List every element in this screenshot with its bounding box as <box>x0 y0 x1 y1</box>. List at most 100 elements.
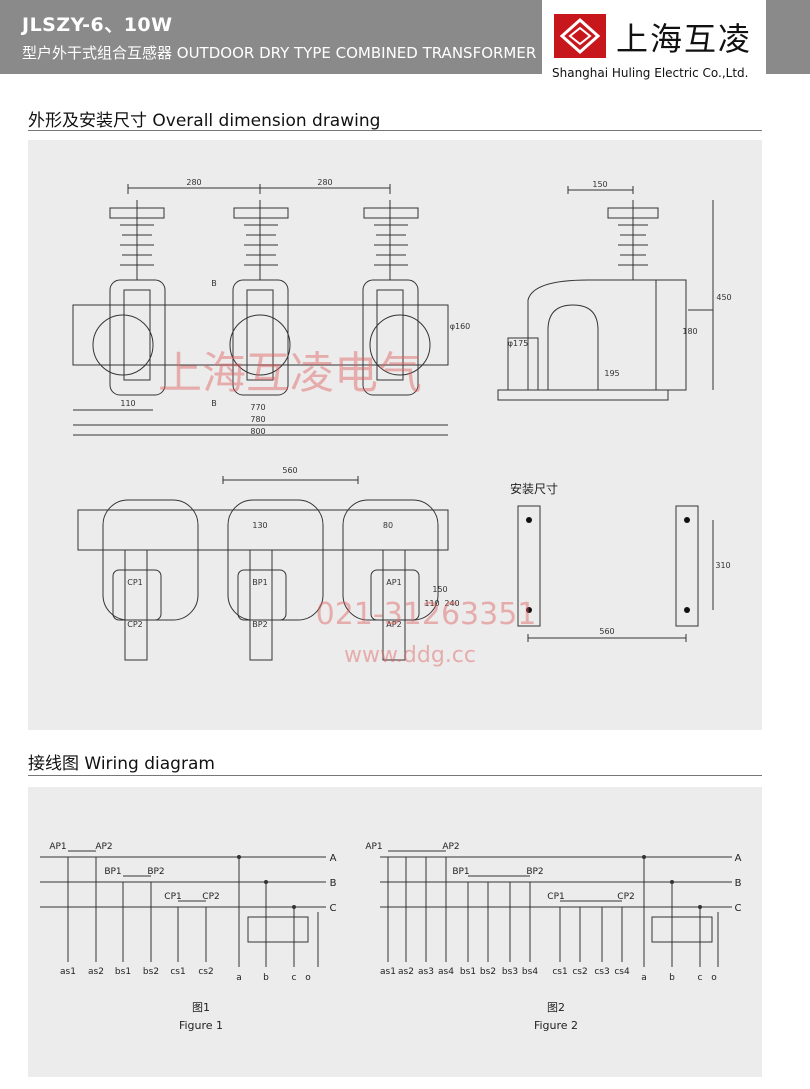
fig1-pt-c: c <box>292 973 297 983</box>
fig1-pt-box <box>247 916 309 943</box>
fig2-term-cs4: cs4 <box>614 967 630 977</box>
fig2-ct-leads <box>387 857 623 962</box>
section-divider <box>28 775 762 776</box>
fig2-pt-c: c <box>698 973 703 983</box>
mount-drawing <box>517 505 714 642</box>
fig1-phase-lines <box>40 856 326 908</box>
fig2-term-as3: as3 <box>418 967 434 977</box>
plan-label-bp1: BP1 <box>252 578 267 587</box>
fig1-term-as2: as2 <box>88 967 104 977</box>
fig2-phase-c: C <box>735 903 742 914</box>
fig2-caption-cn: 图2 <box>547 1001 565 1014</box>
fig1-pt-a: a <box>236 973 242 983</box>
fig1-phase-b: B <box>330 878 337 889</box>
brand-name-en: Shanghai Huling Electric Co.,Ltd. <box>552 66 749 80</box>
dim-side-w: 195 <box>604 369 619 378</box>
fig1-term-as1: as1 <box>60 967 76 977</box>
fig2-term-bs4: bs4 <box>522 967 538 977</box>
dim-side-top: 150 <box>592 180 607 189</box>
watermark-phone: 021-31263351 <box>316 597 537 632</box>
fig2-term-as1: as1 <box>380 967 396 977</box>
fig2-phase-b: B <box>735 878 742 889</box>
fig2-pt-leads <box>643 857 719 967</box>
dim-front-w4: 800 <box>250 427 265 436</box>
dim-front-b1: B <box>211 279 217 288</box>
dim-plan-h2: 110 <box>424 599 439 608</box>
fig1-ap2: AP2 <box>95 842 112 852</box>
dim-plan-top: 560 <box>282 466 297 475</box>
fig2-term-cs2: cs2 <box>572 967 587 977</box>
mount-title: 安装尺寸 <box>510 481 558 496</box>
junction-dots <box>237 855 702 909</box>
dim-plan-h3: 240 <box>444 599 459 608</box>
side-view <box>497 186 714 401</box>
fig1-phase-a: A <box>330 853 337 864</box>
fig2-pt-a: a <box>641 973 647 983</box>
fig1-bp2: BP2 <box>147 867 164 877</box>
dim-front-d2: 280 <box>317 178 332 187</box>
fig2-term-cs1: cs1 <box>552 967 567 977</box>
front-unit-1 <box>92 200 166 396</box>
watermark-url: www.ddg.cc <box>344 643 476 668</box>
brand-logo-box: 上海互凌 Shanghai Huling Electric Co.,Ltd. <box>542 0 766 96</box>
fig1-pt-b: b <box>263 973 269 983</box>
fig2-term-cs3: cs3 <box>594 967 609 977</box>
plan-label-cp2: CP2 <box>127 620 143 629</box>
fig1-pt-leads <box>238 857 319 967</box>
plan-label-ap1: AP1 <box>386 578 401 587</box>
fig2-cp1: CP1 <box>547 892 564 902</box>
dim-front-w2: 770 <box>250 403 265 412</box>
fig1-cp2: CP2 <box>202 892 219 902</box>
fig2-term-bs2: bs2 <box>480 967 496 977</box>
dim-front-phi: φ160 <box>450 322 471 331</box>
dim-plan-d1: 130 <box>252 521 267 530</box>
dim-mount-h: 310 <box>715 561 730 570</box>
fig1-phase-c: C <box>330 903 337 914</box>
dim-side-h2: 180 <box>682 327 697 336</box>
wiring-section-title: 接线图 Wiring diagram <box>28 754 215 774</box>
plan-view <box>77 476 449 661</box>
brand-logo-icon <box>554 14 606 58</box>
wiring-diagram-panel: A B C A B C AP1 AP2 BP1 BP2 CP1 CP2 as1 … <box>28 787 762 1077</box>
watermark-cn: 上海互凌电气 <box>158 348 422 399</box>
page-header: JLSZY-6、10W 型户外干式组合互感器 OUTDOOR DRY TYPE … <box>0 0 810 96</box>
fig1-caption-en: Figure 1 <box>179 1019 223 1032</box>
fig2-pt-b: b <box>669 973 675 983</box>
fig2-term-bs3: bs3 <box>502 967 518 977</box>
fig1-ap1: AP1 <box>49 842 66 852</box>
fig2-pt-box <box>651 916 713 943</box>
fig2-cp2: CP2 <box>617 892 634 902</box>
dim-mount-w: 560 <box>599 627 614 636</box>
plan-label-cp1: CP1 <box>127 578 143 587</box>
fig1-term-bs2: bs2 <box>143 967 159 977</box>
fig2-caption-en: Figure 2 <box>534 1019 578 1032</box>
product-subtitle: 型户外干式组合互感器 OUTDOOR DRY TYPE COMBINED TRA… <box>22 44 537 62</box>
fig2-bp2: BP2 <box>526 867 543 877</box>
fig1-pt-o: o <box>305 973 311 983</box>
fig1-term-cs1: cs1 <box>170 967 185 977</box>
fig2-ct-windings <box>388 850 622 902</box>
fig2-bp1: BP1 <box>452 867 469 877</box>
fig1-term-cs2: cs2 <box>198 967 213 977</box>
front-unit-3 <box>362 200 431 396</box>
plan-label-ap2: AP2 <box>386 620 401 629</box>
front-body <box>72 304 449 366</box>
fig2-pt-o: o <box>711 973 717 983</box>
fig2-ap1: AP1 <box>365 842 382 852</box>
fig1-cp1: CP1 <box>164 892 181 902</box>
fig1-term-bs1: bs1 <box>115 967 131 977</box>
fig2-phase-a: A <box>735 853 742 864</box>
dimension-drawing-panel: 280 280 B B φ160 110 770 780 800 150 450 <box>28 140 762 730</box>
fig1-bp1: BP1 <box>104 867 121 877</box>
brand-name-cn: 上海互凌 <box>616 20 753 58</box>
fig2-ap2: AP2 <box>442 842 459 852</box>
dim-plan-h1: 150 <box>432 585 447 594</box>
dim-side-h1: 450 <box>716 293 731 302</box>
fig1-ct-windings <box>68 850 206 902</box>
dim-front-d1: 280 <box>186 178 201 187</box>
dim-plan-d2: 80 <box>383 521 393 530</box>
mount-holes <box>526 517 690 613</box>
front-unit-2 <box>229 200 291 396</box>
plan-label-bp2: BP2 <box>252 620 267 629</box>
fig2-term-as4: as4 <box>438 967 454 977</box>
